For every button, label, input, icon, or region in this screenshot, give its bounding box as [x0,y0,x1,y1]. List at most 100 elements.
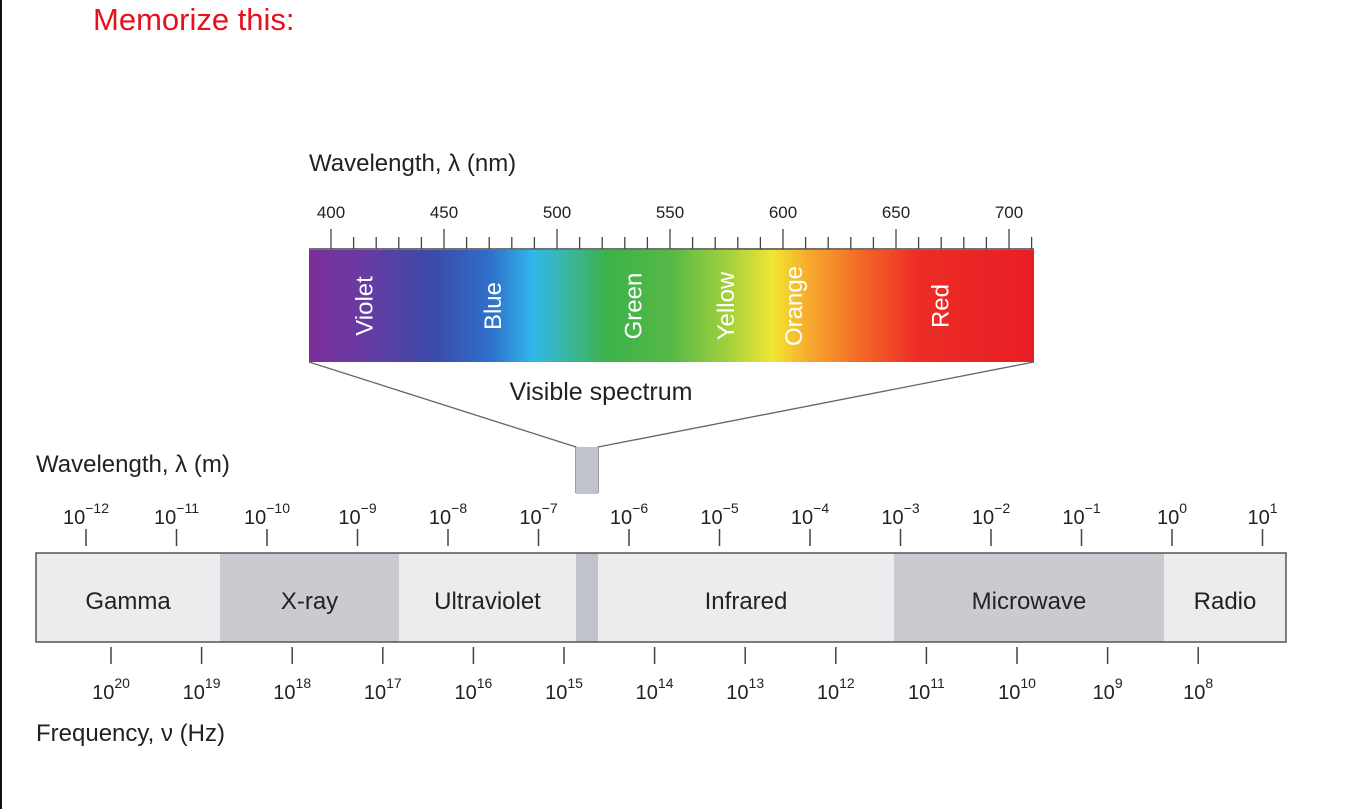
tick-base: 10 [364,682,386,704]
zoom-connector [576,447,598,494]
frequency-tick-label: 1013 [726,675,764,704]
tick-exponent: 10 [1020,675,1036,691]
wavelength-tick-label: 10−3 [881,500,919,529]
tick-base: 10 [726,682,748,704]
wavelength-tick-label: 10−4 [791,500,829,529]
band-radio [1164,553,1286,642]
tick-exponent: 12 [839,675,855,691]
visible-color-label: Orange [781,266,808,346]
band-bar-outline [35,552,1287,643]
frequency-tick-label: 1015 [545,675,583,704]
frequency-tick-label: 1018 [273,675,311,704]
frequency-tick-label: 1010 [998,675,1036,704]
tick-exponent: −1 [1085,500,1101,516]
wavelength-tick-label: 10−9 [338,500,376,529]
tick-exponent: −10 [266,500,290,516]
wavelength-tick-label: 10−11 [154,500,199,529]
tick-exponent: 8 [1205,675,1213,691]
tick-exponent: −8 [451,500,467,516]
frequency-tick-label: 1012 [817,675,855,704]
frequency-tick-label: 109 [1093,675,1123,704]
band-label: X-ray [281,588,338,615]
wavelength-tick-label: 10−8 [429,500,467,529]
tick-base: 10 [881,507,903,529]
band-label: Microwave [972,588,1087,615]
visible-color-label: Red [928,284,955,328]
frequency-tick-label: 1011 [908,675,945,704]
frequency-tick-label: 1019 [183,675,221,704]
wavelength-tick-label: 10−7 [519,500,557,529]
visible-tick-label: 650 [882,203,910,222]
frequency-axis-label: Frequency, ν (Hz) [36,720,225,747]
tick-base: 10 [908,682,930,704]
tick-base: 10 [1247,507,1269,529]
visible-tick-label: 400 [317,203,345,222]
visible-color-label: Green [620,273,647,340]
tick-base: 10 [1157,507,1179,529]
tick-base: 10 [1093,682,1115,704]
wavelength-tick-label: 10−1 [1062,500,1100,529]
tick-exponent: 1 [1270,500,1278,516]
tick-exponent: 11 [930,675,945,691]
frequency-tick-label: 1014 [636,675,674,704]
wavelength-axis-label: Wavelength, λ (m) [36,451,230,478]
visible-tick-label: 700 [995,203,1023,222]
tick-exponent: −12 [85,500,109,516]
tick-base: 10 [636,682,658,704]
tick-exponent: 16 [477,675,493,691]
visible-spectrum-bar [309,250,1034,362]
tick-exponent: −4 [813,500,829,516]
tick-base: 10 [700,507,722,529]
tick-exponent: 20 [114,675,130,691]
wavelength-tick-label: 10−6 [610,500,648,529]
tick-base: 10 [338,507,360,529]
tick-base: 10 [791,507,813,529]
wavelength-tick-label: 10−12 [63,500,109,529]
left-border [0,0,2,809]
tick-base: 10 [454,682,476,704]
tick-base: 10 [1183,682,1205,704]
tick-exponent: −2 [994,500,1010,516]
visible-slice [576,553,598,642]
tick-base: 10 [545,682,567,704]
band-gamma [36,553,220,642]
tick-base: 10 [92,682,114,704]
band-infrared [598,553,894,642]
frequency-tick-label: 1016 [454,675,492,704]
tick-base: 10 [63,507,85,529]
tick-base: 10 [817,682,839,704]
tick-exponent: −6 [632,500,648,516]
band-label: Gamma [85,588,171,615]
wavelength-tick-label: 10−2 [972,500,1010,529]
visible-color-label: Violet [351,276,378,336]
tick-exponent: −7 [542,500,558,516]
tick-exponent: −5 [723,500,739,516]
tick-base: 10 [610,507,632,529]
band-x-ray [220,553,399,642]
wavelength-tick-label: 10−10 [244,500,290,529]
visible-tick-label: 600 [769,203,797,222]
tick-base: 10 [1062,507,1084,529]
band-label: Infrared [705,588,788,615]
tick-base: 10 [998,682,1020,704]
tick-exponent: −3 [904,500,920,516]
visible-tick-label: 450 [430,203,458,222]
tick-exponent: 18 [296,675,312,691]
tick-base: 10 [154,507,176,529]
band-ultraviolet [399,553,576,642]
wavelength-tick-label: 10−5 [700,500,738,529]
tick-exponent: 17 [386,675,402,691]
visible-tick-label: 550 [656,203,684,222]
tick-exponent: 14 [658,675,674,691]
tick-base: 10 [429,507,451,529]
visible-color-label: Yellow [713,271,740,340]
visible-axis-label: Wavelength, λ (nm) [309,150,516,177]
wavelength-tick-label: 101 [1247,500,1277,529]
band-label: Ultraviolet [434,588,541,615]
tick-base: 10 [183,682,205,704]
frequency-tick-label: 1017 [364,675,402,704]
